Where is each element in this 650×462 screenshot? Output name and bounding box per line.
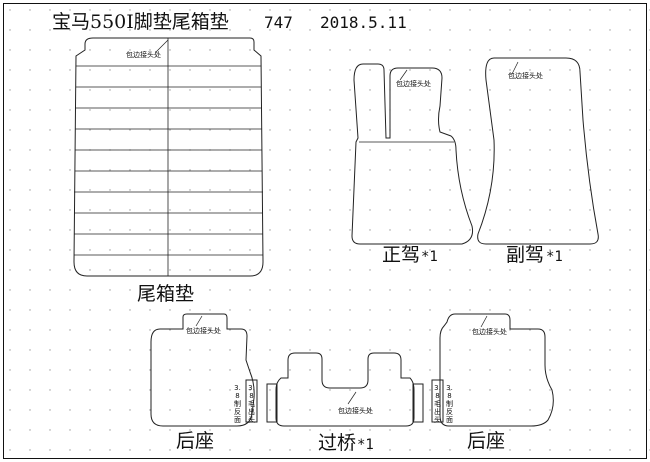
driver-label: 正驾 <box>382 244 421 266</box>
rear-right-seam-note: 包边接头处 <box>472 328 507 336</box>
rear-left-mat-outline <box>150 313 258 427</box>
rear-right-mat-outline <box>431 313 554 427</box>
rear-right-side-note-a: 3.8毛出头 <box>434 384 441 424</box>
bridge-seam-note: 包边接头处 <box>338 407 373 415</box>
rear-left-label: 后座 <box>176 430 215 452</box>
rear-left-seam-note: 包边接头处 <box>186 327 221 335</box>
passenger-seam-note: 包边接头处 <box>508 72 543 80</box>
bridge-mat-outline <box>266 352 424 427</box>
bridge-label: 过桥 <box>318 432 357 454</box>
trunk-mat-outline <box>73 37 264 277</box>
rear-left-side-note-a: 3.8制反面 <box>234 384 241 424</box>
bridge-qty: *1 <box>357 437 374 453</box>
title-code: 747 <box>264 13 293 32</box>
rear-right-side-note-b: 3.8制反面 <box>446 384 453 424</box>
trunk-label: 尾箱垫 <box>137 283 195 305</box>
driver-seam-note: 包边接头处 <box>396 80 431 88</box>
rear-left-side-note-b: 3.8毛出头 <box>248 384 255 424</box>
title-name: 宝马550I脚垫尾箱垫 <box>52 11 229 33</box>
trunk-seam-note: 包边接头处 <box>126 51 161 59</box>
page-border <box>3 3 647 459</box>
title-date: 2018.5.11 <box>320 13 407 32</box>
passenger-qty: *1 <box>546 249 563 265</box>
passenger-mat-outline <box>477 57 599 245</box>
passenger-label: 副驾 <box>506 244 545 266</box>
rear-right-label: 后座 <box>467 430 506 452</box>
driver-mat-outline <box>351 63 473 245</box>
driver-qty: *1 <box>421 249 438 265</box>
